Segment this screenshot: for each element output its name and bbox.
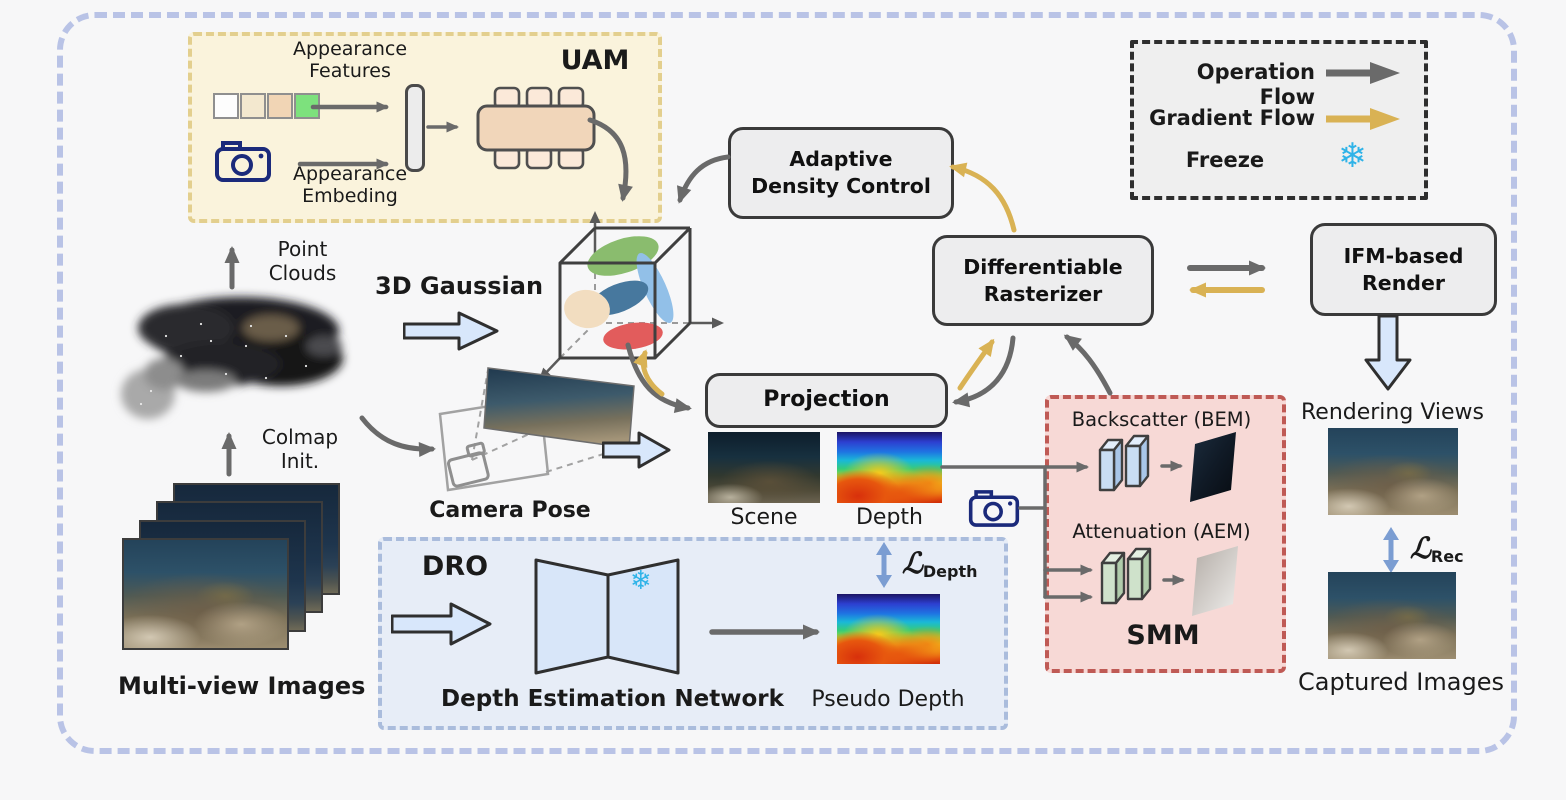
captured-images-label: Captured Images bbox=[1298, 668, 1504, 696]
gaussian-3d-label: 3D Gaussian bbox=[375, 272, 544, 300]
operation-flow-arrow-icon bbox=[1326, 62, 1400, 84]
depth-network-figure bbox=[534, 558, 680, 675]
differentiable-rasterizer-box: Differentiable Rasterizer bbox=[932, 235, 1154, 326]
rec-loss-symbol: ℒ bbox=[1410, 531, 1431, 565]
depth-image bbox=[837, 432, 942, 503]
scene-image bbox=[708, 432, 820, 503]
gaussian-block-arrow bbox=[403, 311, 499, 351]
attenuation-output-image bbox=[1192, 546, 1238, 616]
appearance-embedding-label: Appearance Embeding bbox=[292, 163, 408, 208]
uam-fusion-bar bbox=[405, 84, 425, 172]
smm-panel bbox=[1045, 395, 1286, 673]
depth-loss-symbol: ℒ bbox=[902, 546, 923, 580]
depth-loss-arrow bbox=[876, 542, 892, 588]
scene-label: Scene bbox=[730, 505, 798, 530]
rendering-views-image bbox=[1328, 428, 1458, 515]
camera-icon-smm bbox=[968, 490, 1020, 527]
multi-view-image-1 bbox=[122, 538, 289, 650]
feature-square-4 bbox=[294, 93, 320, 119]
depth-network-label: Depth Estimation Network bbox=[441, 686, 784, 712]
rec-loss-label: ℒRec bbox=[1410, 531, 1464, 566]
depth-loss-label: ℒDepth bbox=[902, 546, 978, 581]
depth-label: Depth bbox=[855, 505, 923, 530]
feature-square-3 bbox=[267, 93, 293, 119]
uam-mlp-block bbox=[476, 86, 596, 170]
dro-block-arrow bbox=[391, 602, 492, 646]
uam-title: UAM bbox=[560, 45, 630, 76]
backscatter-label: Backscatter (BEM) bbox=[1071, 408, 1252, 431]
appearance-features-label: Appearance Features bbox=[292, 38, 408, 83]
legend-freeze-label: Freeze bbox=[1185, 148, 1265, 172]
depth-loss-sub: Depth bbox=[922, 562, 978, 581]
pseudo-depth-image bbox=[837, 594, 940, 664]
feature-square-1 bbox=[213, 93, 239, 119]
feature-square-2 bbox=[240, 93, 266, 119]
freeze-snowflake-icon: ❄ bbox=[1338, 136, 1367, 176]
aem-blocks bbox=[1100, 547, 1152, 605]
adaptive-density-control-box: Adaptive Density Control bbox=[728, 127, 954, 219]
ifm-down-block-arrow bbox=[1364, 315, 1412, 391]
camera-pose-figure bbox=[438, 367, 635, 492]
gaussian-cube bbox=[538, 211, 724, 381]
point-cloud-image bbox=[121, 297, 343, 419]
attenuation-label: Attenuation (AEM) bbox=[1072, 520, 1251, 543]
pseudo-depth-label: Pseudo Depth bbox=[811, 687, 965, 712]
network-snowflake-icon: ❄ bbox=[630, 566, 652, 596]
camera-pose-label: Camera Pose bbox=[429, 498, 591, 523]
bem-blocks bbox=[1098, 434, 1150, 492]
rec-loss-sub: Rec bbox=[1430, 547, 1464, 566]
ifm-render-box: IFM-based Render bbox=[1310, 223, 1497, 316]
projection-box: Projection bbox=[705, 373, 948, 428]
colmap-init-label: Colmap Init. bbox=[261, 425, 339, 473]
smm-title: SMM bbox=[1126, 620, 1200, 651]
projection-block-arrow bbox=[602, 431, 671, 469]
rendering-views-label: Rendering Views bbox=[1300, 400, 1484, 425]
legend-operation-flow-label: Operation Flow bbox=[1196, 60, 1315, 109]
backscatter-output-image bbox=[1190, 432, 1236, 502]
multi-view-images-label: Multi-view Images bbox=[118, 672, 366, 700]
dro-title: DRO bbox=[421, 551, 489, 582]
legend-gradient-flow-label: Gradient Flow bbox=[1149, 106, 1315, 130]
point-clouds-label: Point Clouds bbox=[268, 237, 337, 285]
rec-loss-arrow bbox=[1383, 527, 1399, 573]
gradient-flow-arrow-icon bbox=[1326, 108, 1400, 130]
camera-icon bbox=[215, 141, 271, 182]
diagram-outer-frame bbox=[57, 12, 1517, 754]
captured-images-image bbox=[1328, 572, 1456, 659]
